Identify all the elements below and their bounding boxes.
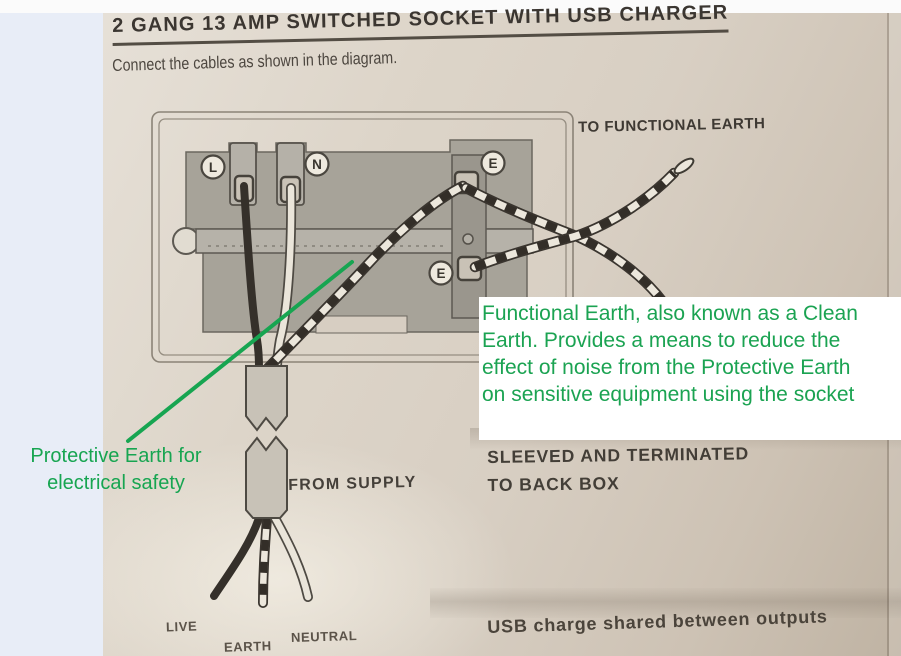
annotation-functional-line4: on sensitive equipment using the socket — [482, 383, 855, 406]
terminal-letter-L: L — [209, 160, 217, 175]
plate-bottom-notch — [315, 315, 408, 334]
label-from-supply: FROM SUPPLY — [288, 473, 417, 494]
bare-wire-tip — [673, 157, 695, 175]
label-earth: EARTH — [223, 638, 273, 655]
annotation-protective-line2: electrical safety — [47, 472, 185, 494]
label-sleeved-terminated: SLEEVED AND TERMINATED TO BACK BOX — [487, 439, 750, 499]
functional-earth-wire-b — [469, 157, 695, 273]
mounting-lug — [172, 227, 200, 255]
terminal-markers: L N E E — [200, 150, 506, 286]
annotation-functional-line1: Functional Earth, also known as a Clean — [482, 302, 858, 325]
terminal-letter-E-bottom: E — [436, 266, 445, 281]
annotation-pointer-line — [126, 260, 354, 443]
annotation-functional-line2: Earth. Provides a means to reduce the — [482, 329, 841, 352]
label-sleeved-line1: SLEEVED AND TERMINATED — [487, 443, 750, 467]
supply-earth-wire — [258, 513, 272, 608]
terminal-circle-E-top — [480, 150, 506, 176]
socket-plate — [172, 139, 534, 334]
paper-shadow-band — [430, 588, 901, 618]
label-live: LIVE — [165, 618, 198, 635]
annotation-protective-line1: Protective Earth for — [30, 445, 202, 467]
terminal-letter-E-top: E — [488, 156, 497, 171]
supply-neutral-wire — [270, 513, 313, 602]
annotation-protective-earth: Protective Earth for electrical safety — [6, 443, 226, 497]
annotation-functional-line3: effect of noise from the Protective Eart… — [482, 356, 851, 379]
label-neutral: NEUTRAL — [290, 627, 358, 646]
live-wire — [240, 182, 263, 372]
cable-sheath — [245, 365, 288, 519]
terminal-circle-L — [200, 154, 226, 180]
annotation-functional-earth-box: Functional Earth, also known as a Clean … — [479, 297, 901, 440]
label-sleeved-line2: TO BACK BOX — [487, 473, 620, 495]
terminal-letter-N: N — [312, 157, 322, 172]
terminal-circle-E-bottom — [428, 260, 454, 286]
page-left-margin — [0, 13, 103, 656]
strap-screw — [462, 233, 474, 245]
supply-live-wire — [210, 514, 263, 600]
protective-earth-wire — [262, 180, 469, 374]
terminal-circle-N — [304, 151, 330, 177]
